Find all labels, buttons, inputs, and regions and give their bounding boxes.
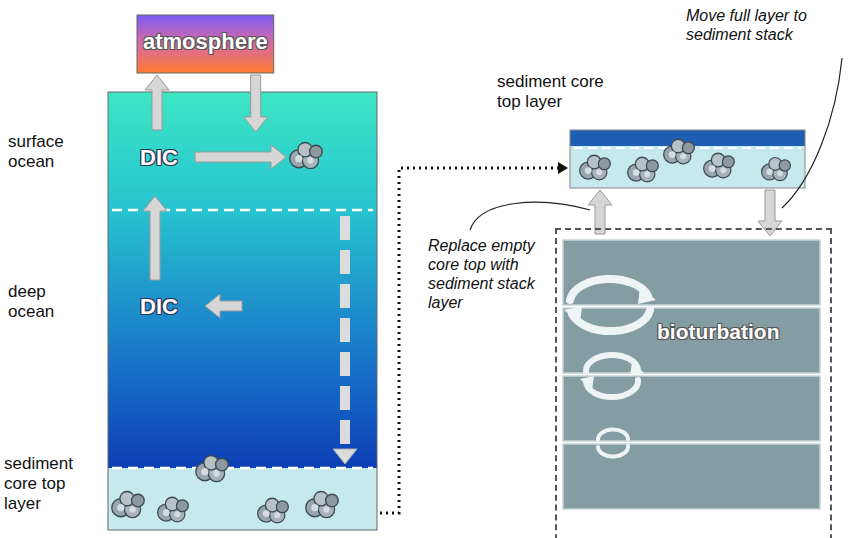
node-label: bioturbation bbox=[657, 320, 779, 344]
node-label: sediment core top layer bbox=[4, 454, 96, 514]
sediment-fill bbox=[108, 468, 377, 530]
surface-ocean-fill bbox=[108, 92, 377, 210]
deep-ocean-region: deep oceanDIC bbox=[108, 210, 377, 468]
arrow-head bbox=[333, 449, 357, 464]
foram-shell bbox=[664, 139, 695, 164]
foram-shell bbox=[628, 157, 659, 182]
foram-shell bbox=[196, 456, 228, 482]
note-holder: Move full layer to sediment stack bbox=[686, 6, 846, 44]
stack-layer bbox=[563, 444, 820, 509]
sediment-core-top-layer: sediment core top layer bbox=[108, 468, 377, 530]
block-arrow bbox=[143, 196, 167, 280]
foram-shell bbox=[704, 153, 735, 178]
text-holder: DIC bbox=[140, 294, 200, 320]
node-label: surface ocean bbox=[8, 132, 96, 172]
connector-line bbox=[380, 168, 559, 513]
atmosphere-fill bbox=[137, 15, 274, 73]
text-holder: surface ocean bbox=[8, 132, 96, 172]
core-outline bbox=[570, 130, 805, 188]
deep-ocean-fill bbox=[108, 210, 377, 468]
dic-label: DIC bbox=[140, 294, 178, 320]
stack-layer bbox=[563, 376, 820, 441]
text-holder: sediment core top layer bbox=[4, 454, 96, 514]
flux-arrow bbox=[244, 75, 268, 132]
foram-shell bbox=[290, 143, 322, 169]
text-holder: bioturbation bbox=[657, 320, 827, 344]
text-holder: DIC bbox=[140, 145, 200, 171]
flux-arrow bbox=[145, 75, 169, 130]
callout-note: Move full layer to sediment stack bbox=[686, 6, 846, 44]
ocean-outline bbox=[108, 92, 377, 530]
mixing-loops bbox=[564, 279, 656, 457]
sediment-core-top-box: sediment core top layer bbox=[570, 130, 805, 188]
foram-shell bbox=[158, 497, 189, 522]
block-arrow bbox=[145, 75, 169, 130]
layer-divider bbox=[112, 467, 373, 470]
note-holder: Replace empty core top with sediment sta… bbox=[428, 236, 550, 312]
text-holder: atmosphere bbox=[137, 29, 274, 55]
callout-note: Replace empty core top with sediment sta… bbox=[428, 236, 550, 312]
connector-line bbox=[340, 216, 350, 449]
stack-layer bbox=[563, 240, 820, 305]
sediment-stack: bioturbation bbox=[555, 228, 832, 538]
text-holder: deep ocean bbox=[8, 282, 96, 322]
flux-arrow bbox=[333, 216, 357, 464]
flux-arrow bbox=[205, 294, 242, 318]
flux-arrow bbox=[143, 196, 167, 280]
dic-label: DIC bbox=[140, 145, 178, 171]
atmosphere-box: atmosphere bbox=[137, 15, 274, 73]
foram-shell bbox=[258, 498, 289, 523]
stack-layer bbox=[563, 308, 820, 373]
leader-line bbox=[782, 58, 842, 208]
foram-shell bbox=[306, 492, 338, 518]
node-label: sediment core top layer bbox=[497, 72, 625, 112]
leader-line bbox=[470, 202, 590, 230]
flux-arrow bbox=[195, 145, 286, 169]
transfer-arrow bbox=[380, 162, 568, 513]
foram-shell bbox=[580, 155, 611, 180]
surface-ocean-region: surface oceanDIC bbox=[108, 92, 377, 210]
foram-shell bbox=[762, 158, 791, 181]
block-arrow bbox=[244, 75, 268, 132]
arrow-head bbox=[558, 162, 568, 174]
node-label: deep ocean bbox=[8, 282, 96, 322]
text-holder: sediment core top layer bbox=[497, 72, 625, 112]
foram-shell bbox=[112, 492, 144, 518]
node-label: atmosphere bbox=[143, 29, 268, 55]
